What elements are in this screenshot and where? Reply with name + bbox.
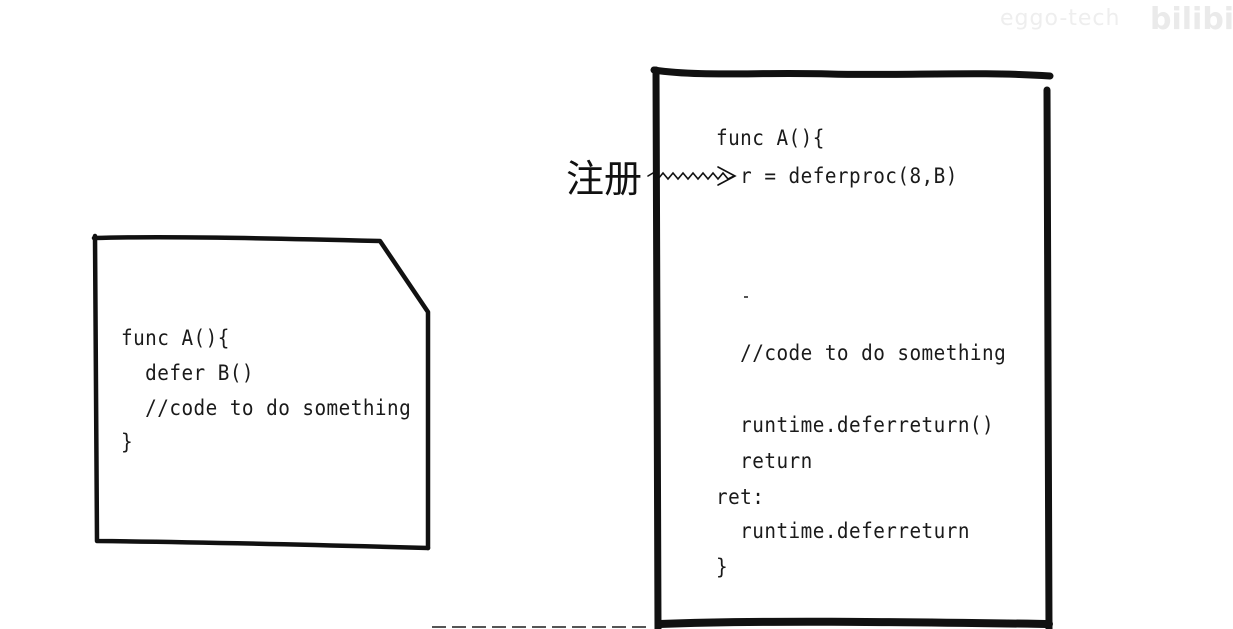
right-code-line: runtime.deferreturn() <box>716 413 995 437</box>
register-arrow <box>647 166 737 186</box>
left-code-box <box>91 233 431 551</box>
right-code-line: runtime.deferreturn <box>716 519 970 543</box>
right-code-line: r = deferproc(8,B) <box>716 164 958 188</box>
left-code-line: //code to do something <box>121 396 412 420</box>
right-code-box <box>650 66 1054 629</box>
watermark-text: eggo-tech <box>1000 6 1121 31</box>
left-code-line: } <box>121 430 134 454</box>
scribble-marks <box>432 296 748 628</box>
right-code-line: } <box>716 555 729 579</box>
right-code-line: //code to do something <box>716 341 1007 365</box>
right-code-line: func A(){ <box>716 126 825 150</box>
right-code-line: ret: <box>716 485 765 509</box>
bilibili-logo: bilibili <box>1150 2 1233 37</box>
left-code-line: defer B() <box>121 361 255 385</box>
register-label: 注册 <box>566 157 643 201</box>
left-code-line: func A(){ <box>121 326 230 350</box>
right-code-line: return <box>716 449 813 473</box>
